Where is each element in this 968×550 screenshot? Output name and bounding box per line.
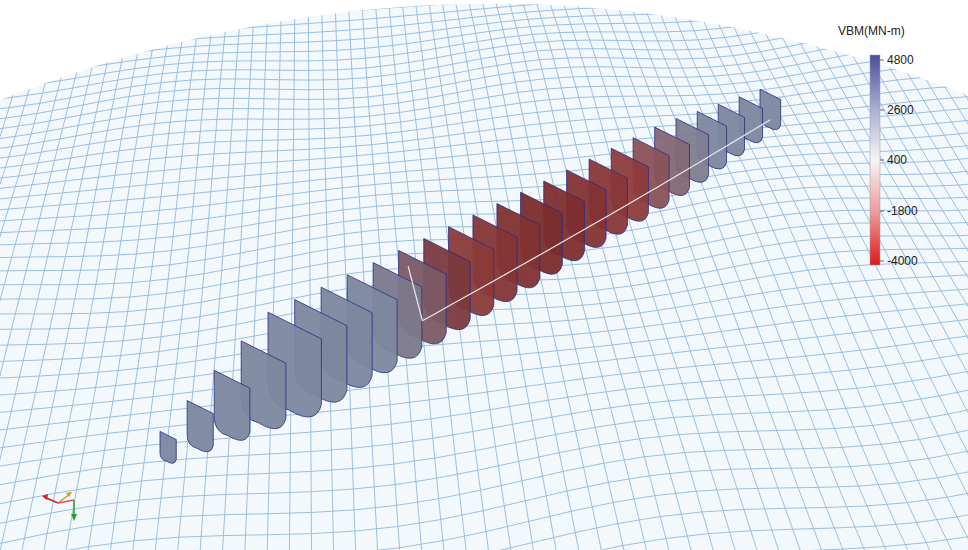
grid-line [845,0,968,550]
grid-line [0,0,4,550]
grid-line [0,0,968,45]
grid-line [0,0,968,97]
grid-line [763,0,968,550]
grid-line [0,516,968,550]
grid-line [0,0,165,550]
grid-line [0,199,968,528]
grid-line [52,0,192,550]
grid-line [0,82,968,328]
grid-line [0,0,968,166]
grid-line [0,0,968,75]
color-bar-ticks [880,60,884,261]
grid-line [0,0,968,190]
grid-line [716,0,968,550]
colorbar-title: VBM(MN-m) [838,24,905,38]
grid-line [0,0,72,550]
grid-line [22,0,178,550]
grid-line [0,221,968,550]
grid-line [0,0,968,37]
grid-line [0,296,968,550]
grid-line [880,0,968,550]
grid-line [0,0,138,550]
axis-branch-line [408,266,422,321]
grid-line [0,0,968,202]
grid-line [140,0,230,550]
grid-line [0,0,112,550]
grid-line [0,4,968,226]
grid-line [632,0,968,550]
grid-line [0,473,968,550]
grid-line [0,92,968,342]
colorbar-value: 400 [887,153,907,167]
grid-line [0,114,968,373]
colorbar-value: 2600 [887,103,914,117]
grid-line [0,177,968,484]
grid-line [372,0,454,550]
grid-line [510,0,751,550]
hull-sections [160,89,781,463]
grid-line [534,0,802,550]
axis-triad [42,492,77,521]
grid-line [547,0,829,550]
grid-line [0,325,968,550]
hull-section [214,370,250,440]
grid-line [257,0,283,550]
grid-line [0,494,968,550]
grid-line [0,210,968,550]
grid-line [833,0,968,550]
neutral-axis-line [422,120,770,321]
grid-line [473,0,672,550]
grid-line [0,358,968,550]
grid-line [0,452,968,550]
colorbar-value: -1800 [887,204,918,218]
grid-line [0,0,968,178]
grid-line [0,282,968,550]
grid-line [0,0,968,131]
grid-line [285,0,295,550]
grid-line [891,0,968,550]
grid-line [0,0,18,550]
grid-line [868,0,968,550]
grid-line [0,0,968,55]
grid-line [170,0,244,550]
grid-line [620,0,968,550]
hull-section [187,401,213,452]
grid-line [308,0,314,550]
colorbar-value: 4800 [887,53,914,67]
color-bar [870,55,880,265]
grid-line [822,0,968,550]
grid-line [0,188,968,506]
grid-line [0,0,968,154]
grid-line [228,0,270,550]
colorbar-value: -4000 [887,254,918,268]
grid-line [0,310,968,550]
grid-line [0,0,968,119]
grid-line [0,0,85,550]
grid-line [857,0,968,550]
grid-line [385,0,482,550]
grid-line [0,0,968,86]
grid-line [0,0,31,550]
grid-line [608,0,956,550]
grid-line [522,0,776,550]
grid-line [0,0,968,65]
grid-line [0,0,152,550]
grid-line [0,0,968,108]
grid-line [0,393,968,550]
grid-line [199,0,257,550]
grid-line [0,124,968,389]
wave-surface [0,4,968,550]
grid-line [775,0,968,550]
grid-line [0,103,968,357]
grid-line [751,0,968,550]
grid-line [0,0,968,142]
hull-section [160,431,176,463]
